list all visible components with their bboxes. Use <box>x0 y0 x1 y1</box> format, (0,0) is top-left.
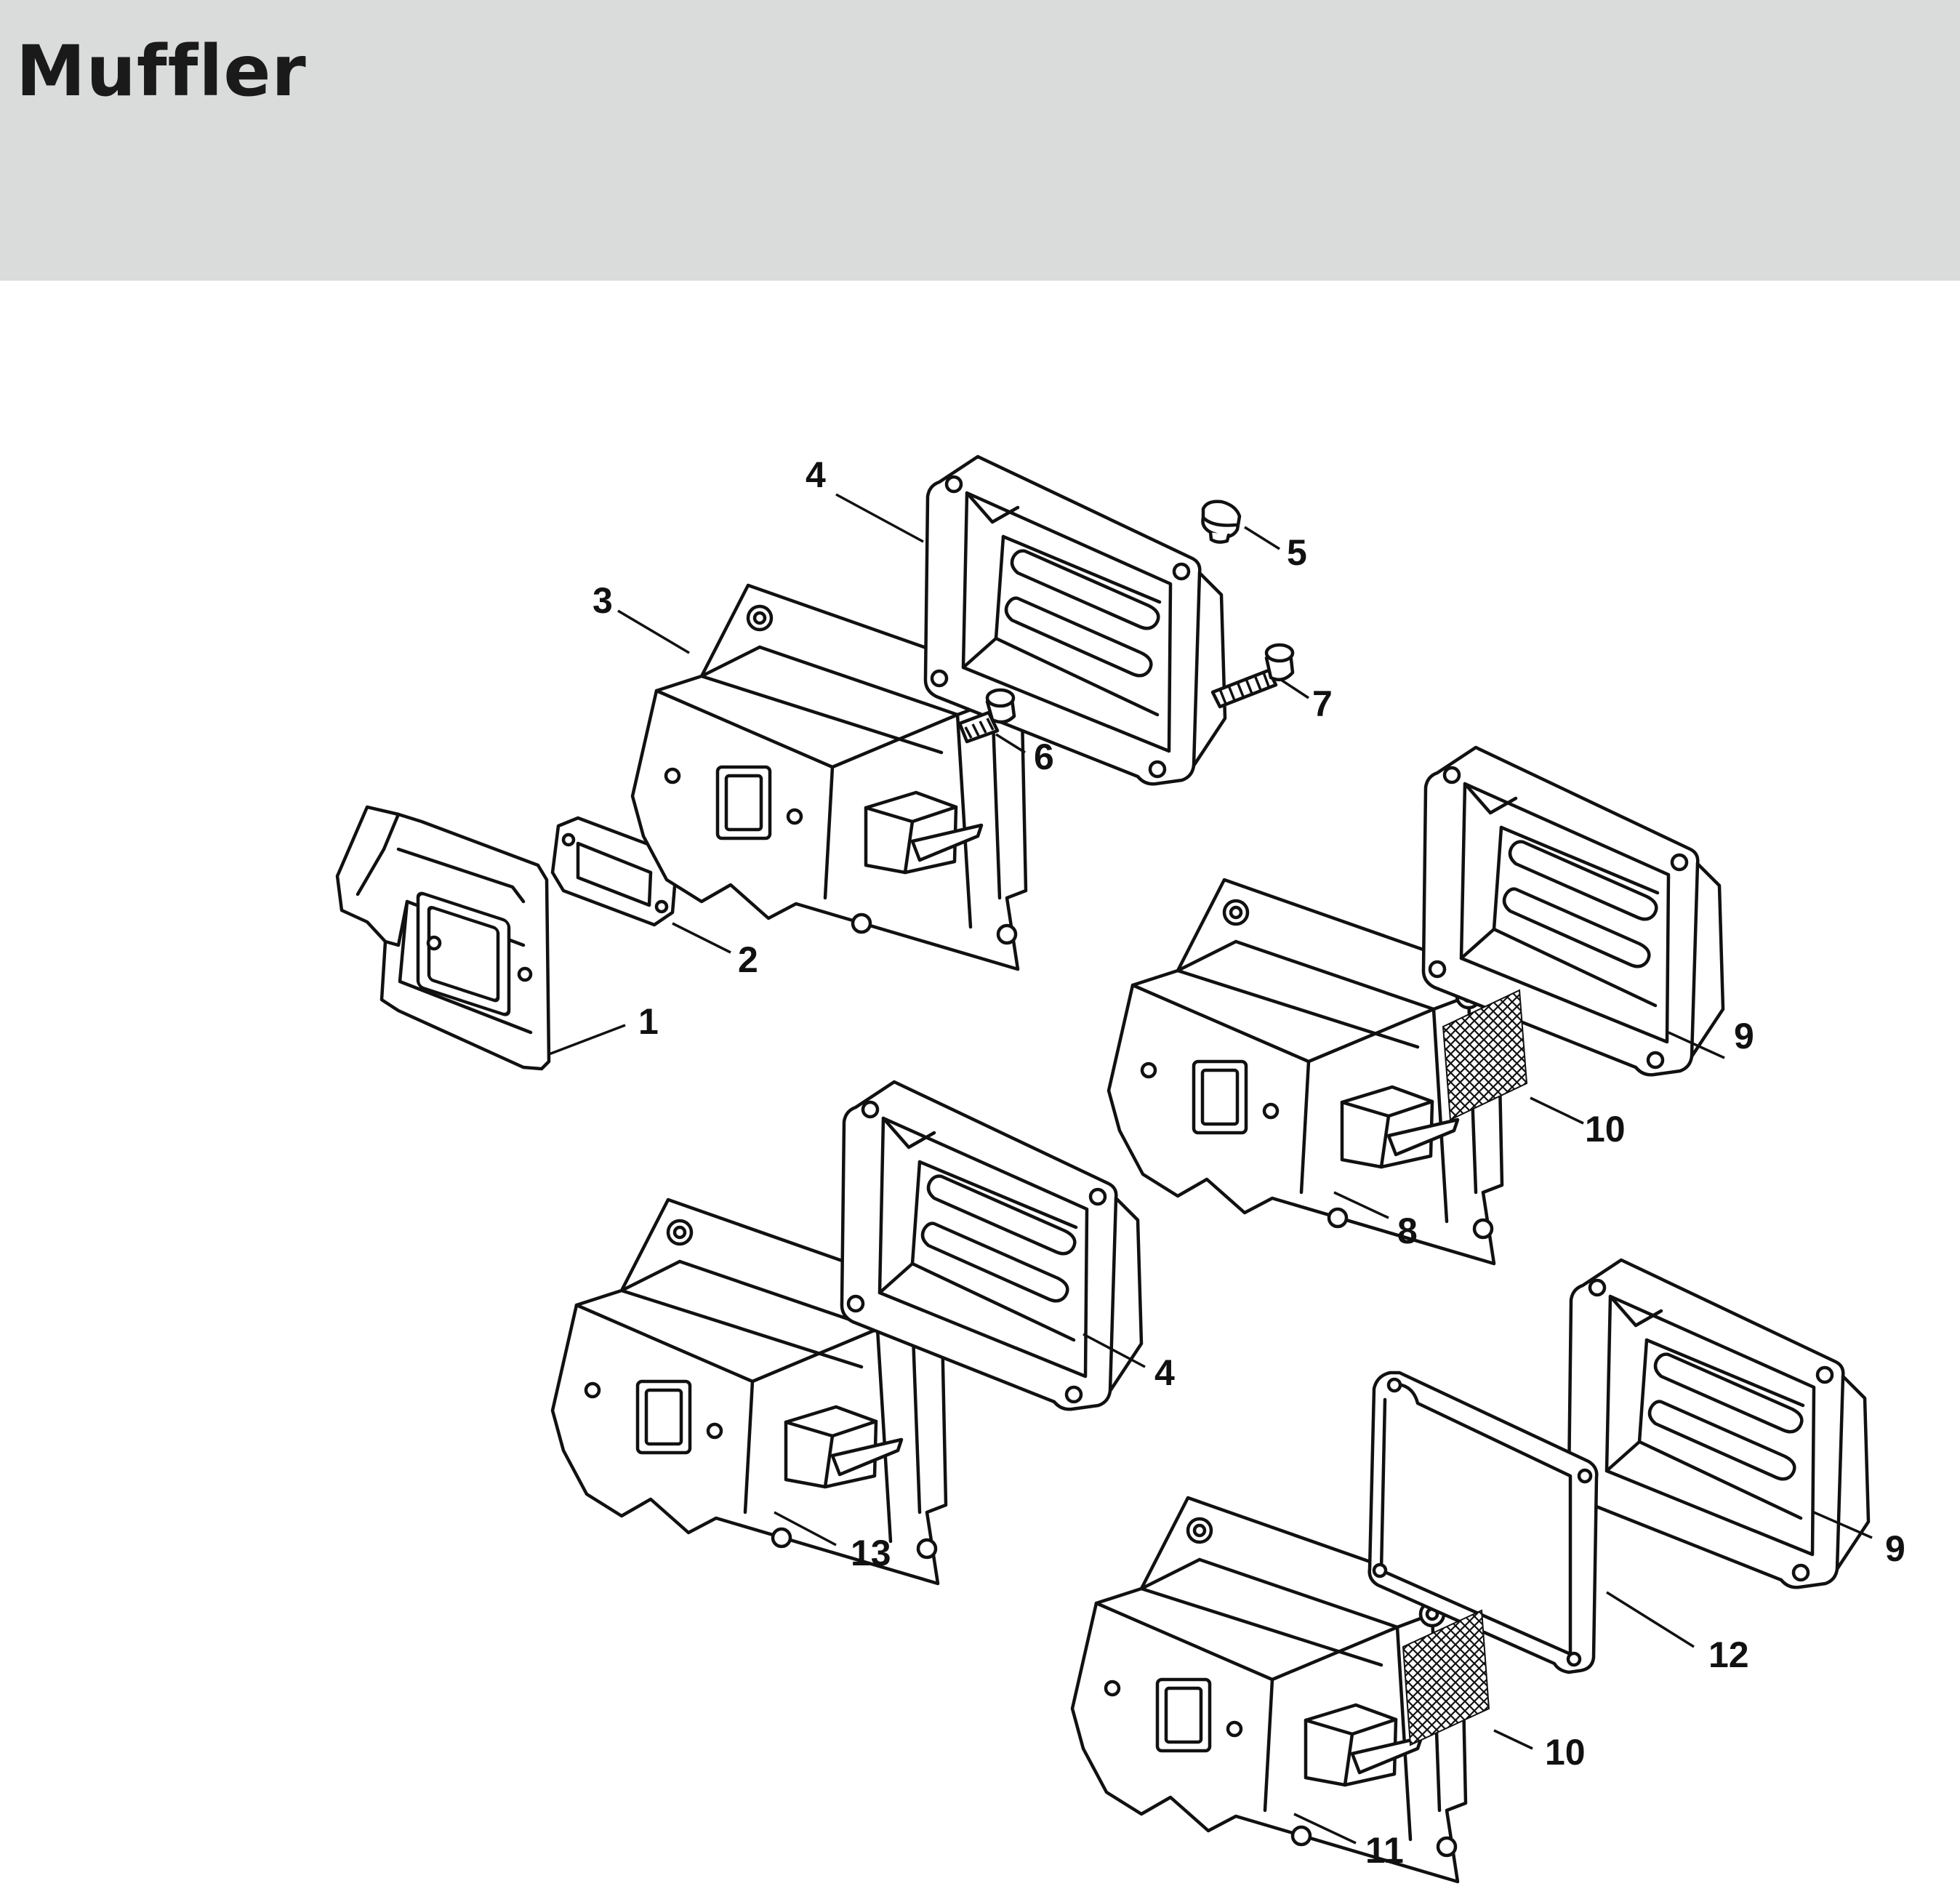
callout-7: 7 <box>1312 683 1333 724</box>
header-band: Muffler <box>0 0 1960 281</box>
part-screw-7 <box>1210 643 1295 709</box>
callout-5: 5 <box>1287 532 1307 573</box>
callout-12: 12 <box>1708 1634 1749 1675</box>
callout-1: 1 <box>638 1001 659 1042</box>
part-screen-bottom <box>1402 1609 1490 1746</box>
callout-4-top: 4 <box>806 454 826 495</box>
callout-11: 11 <box>1365 1830 1404 1871</box>
callout-8: 8 <box>1397 1211 1418 1251</box>
callout-2: 2 <box>738 939 758 980</box>
callout-4-bottom: 4 <box>1154 1352 1175 1393</box>
part-screw-6 <box>957 688 1016 744</box>
part-gasket <box>550 816 678 927</box>
part-nut <box>1201 499 1242 544</box>
part-muffler-cover-9-bottom <box>1569 1260 1868 1587</box>
callout-6: 6 <box>1034 737 1054 777</box>
part-heat-shield <box>335 805 551 1071</box>
callout-3: 3 <box>593 580 613 621</box>
callout-9-top: 9 <box>1734 1016 1754 1056</box>
callout-10-top: 10 <box>1585 1109 1626 1149</box>
callout-13: 13 <box>851 1533 891 1573</box>
part-screen-top <box>1442 989 1528 1121</box>
callout-10-bottom: 10 <box>1545 1732 1586 1773</box>
page-title: Muffler <box>16 31 307 112</box>
callout-9-bottom: 9 <box>1885 1528 1905 1569</box>
leader-lines <box>548 493 1873 1845</box>
part-cover-gasket <box>1367 1371 1599 1674</box>
